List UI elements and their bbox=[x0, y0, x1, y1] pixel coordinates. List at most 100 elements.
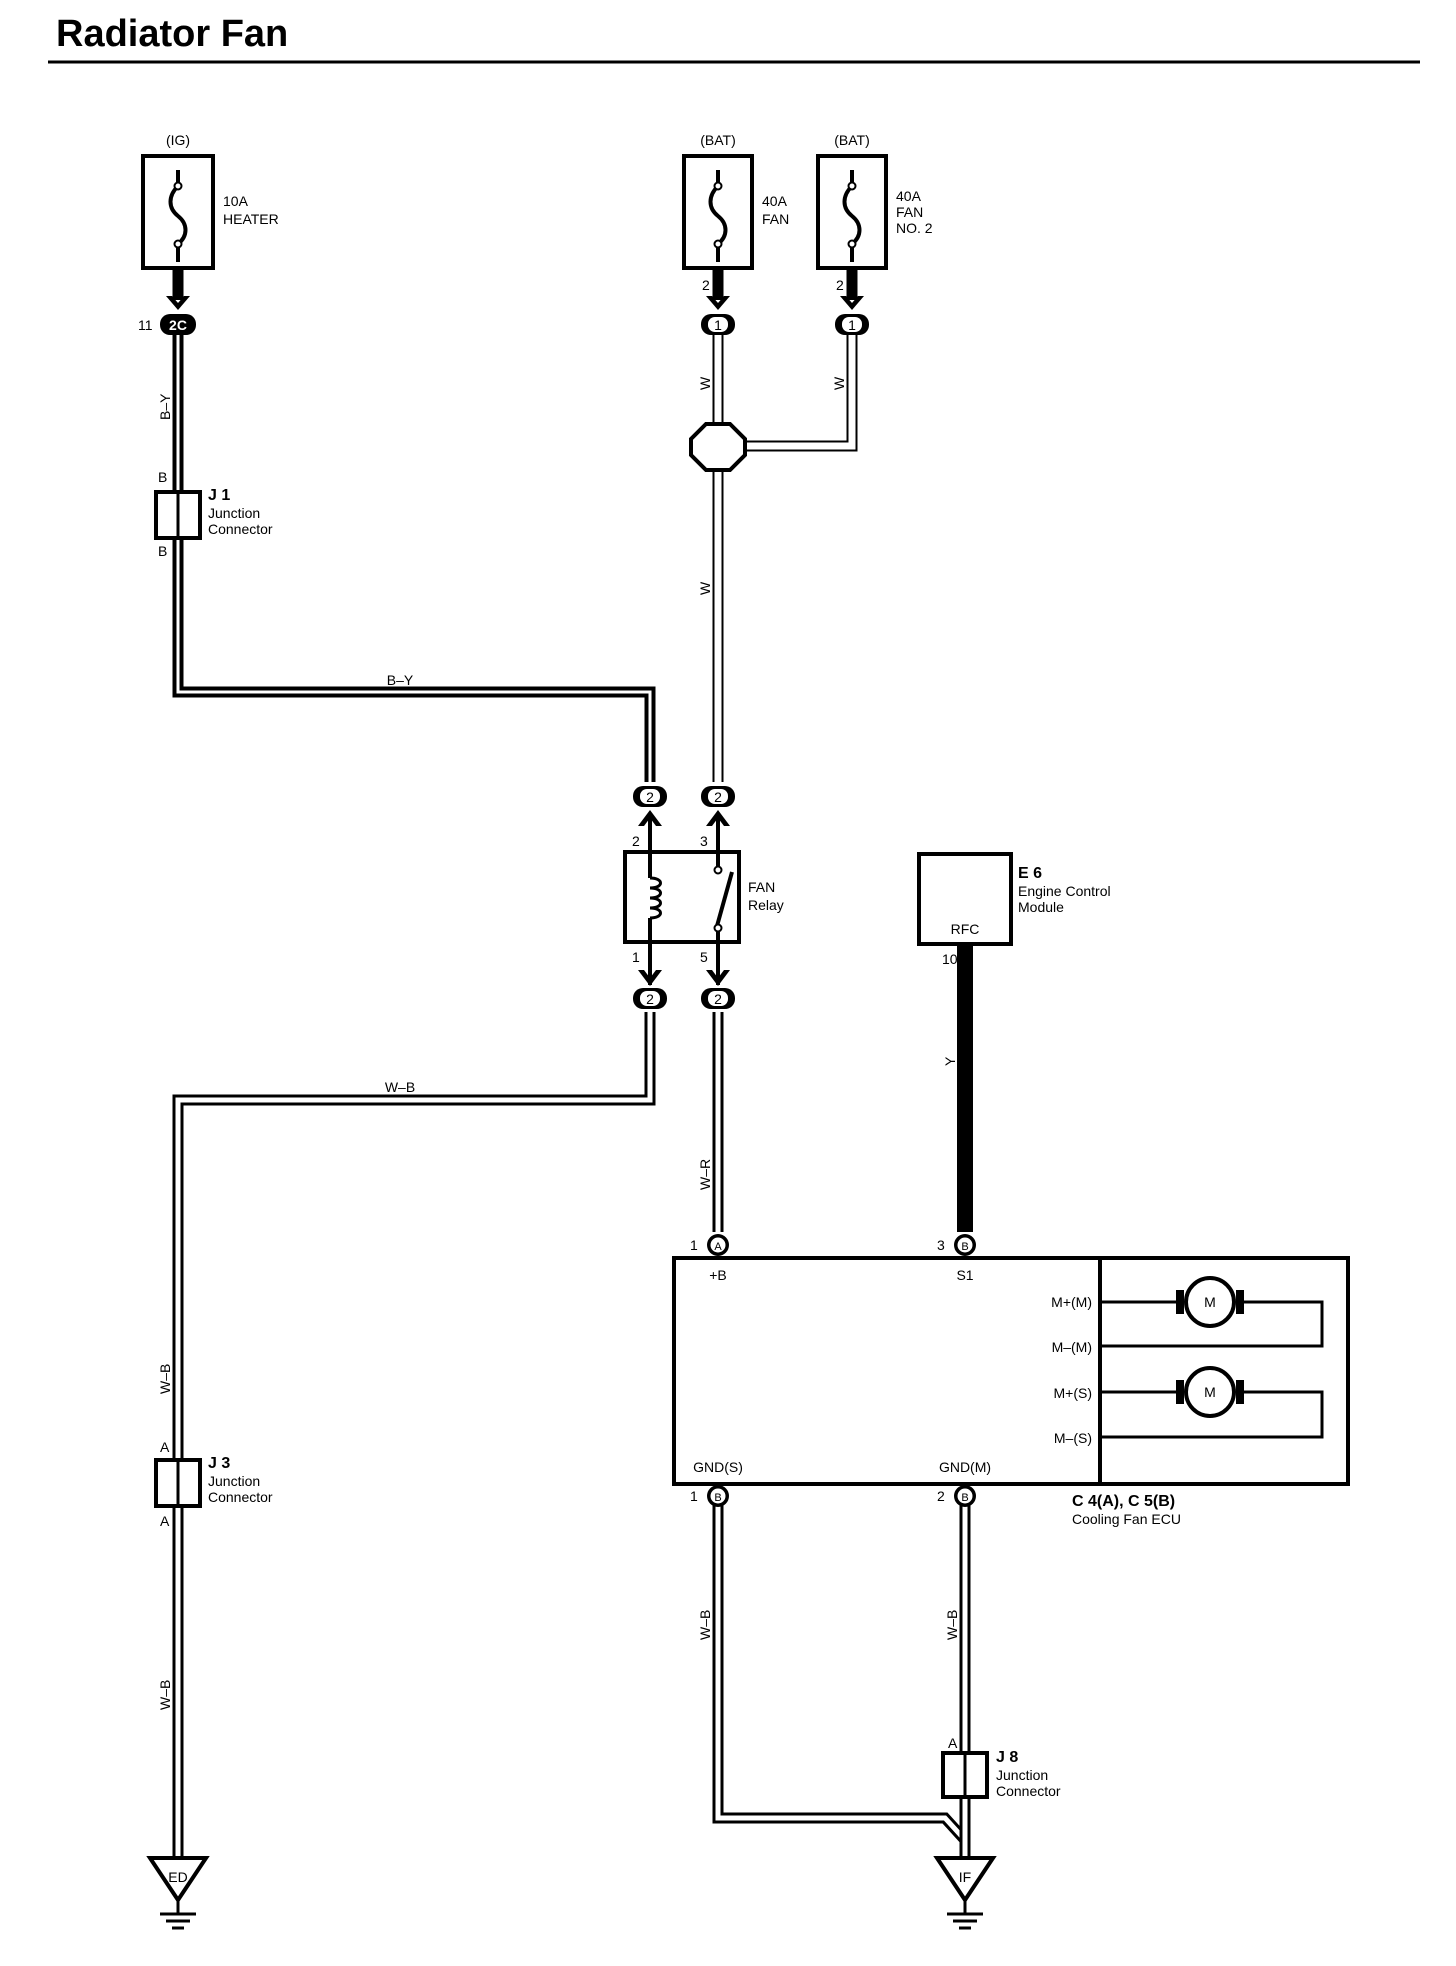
fuse-pin: 2 bbox=[702, 277, 710, 293]
wire-label-w: W bbox=[697, 376, 713, 390]
fuse-fan: (BAT) 40A FAN 2 bbox=[682, 132, 789, 310]
fuse-rating: 40A bbox=[762, 193, 788, 209]
fuse-fan-no2: (BAT) 40A FAN NO. 2 2 bbox=[816, 132, 933, 310]
fuse-name-2: NO. 2 bbox=[896, 220, 933, 236]
fuse-name: FAN bbox=[762, 211, 789, 227]
svg-text:M: M bbox=[1204, 1294, 1216, 1310]
splice-point bbox=[689, 422, 747, 472]
motor-sub bbox=[1184, 1366, 1236, 1418]
svg-text:2: 2 bbox=[632, 833, 640, 849]
ground-if: IF bbox=[933, 1856, 997, 1930]
svg-text:Connector: Connector bbox=[996, 1783, 1061, 1799]
wire-label-y: Y bbox=[942, 1056, 958, 1066]
svg-text:2: 2 bbox=[937, 1488, 945, 1504]
wire-wb-gnds bbox=[712, 1505, 971, 1858]
ecm-pin: 10 bbox=[942, 951, 958, 967]
wire-wb-relay bbox=[172, 1012, 656, 1858]
svg-text:M+(S): M+(S) bbox=[1054, 1385, 1093, 1401]
fuse-source: (IG) bbox=[166, 132, 190, 148]
svg-text:+B: +B bbox=[709, 1267, 727, 1283]
wire-w bbox=[712, 335, 858, 782]
ecu-name: Cooling Fan ECU bbox=[1072, 1511, 1181, 1527]
svg-text:3: 3 bbox=[700, 833, 708, 849]
wire-label-w: W bbox=[831, 376, 847, 390]
svg-text:2C: 2C bbox=[169, 317, 187, 333]
svg-text:1: 1 bbox=[848, 317, 856, 333]
junction-j3: A A J 3 Junction Connector bbox=[154, 1439, 273, 1529]
svg-text:Junction: Junction bbox=[996, 1767, 1048, 1783]
svg-text:3: 3 bbox=[937, 1237, 945, 1253]
svg-text:1: 1 bbox=[690, 1237, 698, 1253]
svg-text:M+(M): M+(M) bbox=[1051, 1294, 1092, 1310]
wire-label-wb: W–B bbox=[385, 1079, 415, 1095]
svg-text:ED: ED bbox=[168, 1869, 187, 1885]
svg-text:Connector: Connector bbox=[208, 521, 273, 537]
wire-label-w: W bbox=[697, 581, 713, 595]
wire-label-wb: W–B bbox=[157, 1680, 173, 1710]
wire-label-wb: W–B bbox=[697, 1610, 713, 1640]
engine-control-module: RFC E 6 Engine Control Module 10 bbox=[917, 852, 1111, 967]
svg-text:GND(M): GND(M) bbox=[939, 1459, 991, 1475]
svg-text:M–(M): M–(M) bbox=[1052, 1339, 1092, 1355]
svg-text:5: 5 bbox=[700, 949, 708, 965]
svg-text:B: B bbox=[158, 469, 167, 485]
svg-text:B: B bbox=[158, 543, 167, 559]
wire-label-by: B–Y bbox=[387, 672, 414, 688]
fuse-rating: 10A bbox=[223, 193, 249, 209]
junction-id: J 8 bbox=[996, 1749, 1018, 1766]
fuse-name: HEATER bbox=[223, 211, 279, 227]
motor-main bbox=[1184, 1276, 1236, 1328]
wire-by bbox=[172, 335, 656, 782]
junction-j1: B B J 1 Junction Connector bbox=[154, 469, 273, 559]
svg-text:2: 2 bbox=[714, 789, 722, 805]
svg-text:Junction: Junction bbox=[208, 1473, 260, 1489]
svg-text:FAN: FAN bbox=[748, 879, 775, 895]
fan-relay: 2 2 2 3 FAN Relay 1 5 2 2 bbox=[623, 786, 784, 1009]
svg-text:IF: IF bbox=[959, 1869, 971, 1885]
ecm-terminal: RFC bbox=[951, 921, 980, 937]
fuse-rating: 40A bbox=[896, 188, 922, 204]
fuse-name: FAN bbox=[896, 204, 923, 220]
svg-text:M–(S): M–(S) bbox=[1054, 1430, 1092, 1446]
svg-text:2: 2 bbox=[714, 991, 722, 1007]
cooling-fan-ecu: A 1 B 3 +B S1 GND(S) GND(M) M+(M) M–(M) … bbox=[672, 1234, 1350, 1527]
pin-11: 11 bbox=[138, 317, 153, 333]
svg-text:1: 1 bbox=[690, 1488, 698, 1504]
svg-text:Relay: Relay bbox=[748, 897, 784, 913]
svg-text:S1: S1 bbox=[956, 1267, 973, 1283]
fuse-pin: 2 bbox=[836, 277, 844, 293]
fuse-source: (BAT) bbox=[700, 132, 736, 148]
connector-1-fan: 1 bbox=[701, 314, 735, 335]
svg-text:A: A bbox=[948, 1735, 958, 1751]
svg-text:Module: Module bbox=[1018, 899, 1064, 915]
wire-label-wb: W–B bbox=[944, 1610, 960, 1640]
svg-text:1: 1 bbox=[714, 317, 722, 333]
ecm-id: E 6 bbox=[1018, 865, 1042, 882]
fuse-heater: (IG) 10A HEATER bbox=[141, 132, 279, 310]
junction-id: J 3 bbox=[208, 1455, 230, 1472]
svg-text:GND(S): GND(S) bbox=[693, 1459, 743, 1475]
wire-label-wr: W–R bbox=[697, 1159, 713, 1190]
svg-text:Engine Control: Engine Control bbox=[1018, 883, 1111, 899]
wire-label-by: B–Y bbox=[157, 393, 173, 420]
connector-1-fan2: 1 bbox=[835, 314, 869, 335]
ground-ed: ED bbox=[146, 1856, 210, 1930]
ecu-id: C 4(A), C 5(B) bbox=[1072, 1493, 1175, 1510]
fuse-source: (BAT) bbox=[834, 132, 870, 148]
svg-text:B: B bbox=[961, 1492, 968, 1504]
junction-id: J 1 bbox=[208, 487, 230, 504]
junction-j8: A J 8 Junction Connector bbox=[941, 1735, 1061, 1799]
svg-text:A: A bbox=[160, 1513, 170, 1529]
svg-text:2: 2 bbox=[646, 789, 654, 805]
svg-text:A: A bbox=[714, 1241, 722, 1253]
connector-2c: 2C 11 bbox=[138, 314, 196, 335]
page-title: Radiator Fan bbox=[56, 13, 288, 55]
svg-text:2: 2 bbox=[646, 991, 654, 1007]
svg-text:1: 1 bbox=[632, 949, 640, 965]
svg-text:Junction: Junction bbox=[208, 505, 260, 521]
svg-text:B: B bbox=[961, 1241, 968, 1253]
svg-text:Connector: Connector bbox=[208, 1489, 273, 1505]
svg-text:A: A bbox=[160, 1439, 170, 1455]
wire-label-wb: W–B bbox=[157, 1364, 173, 1394]
